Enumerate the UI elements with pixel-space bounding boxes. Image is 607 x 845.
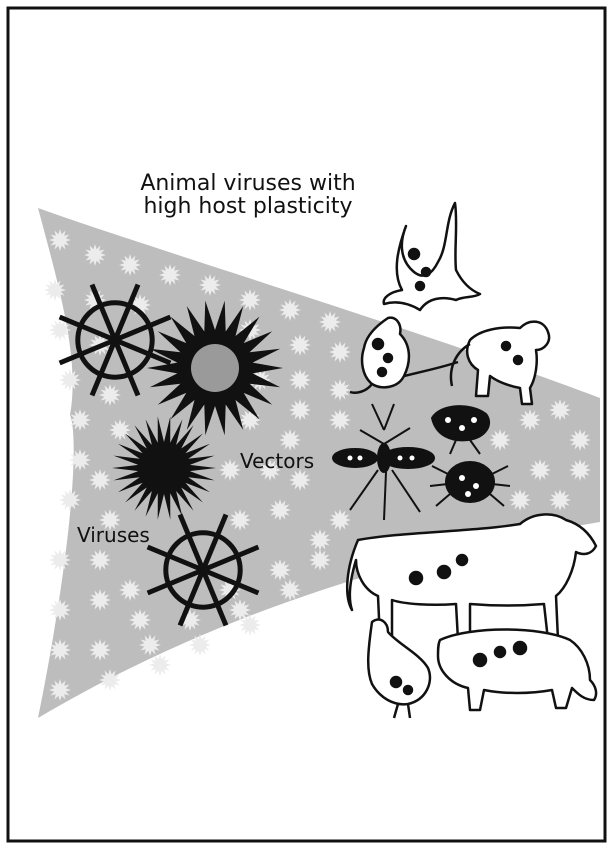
diagram-title: Animal viruses with high host plasticity: [118, 172, 378, 218]
title-line-2: high host plasticity: [118, 195, 378, 218]
viruses-label: Viruses: [77, 525, 150, 546]
vectors-label: Vectors: [240, 451, 314, 472]
title-line-1: Animal viruses with: [118, 172, 378, 195]
spiky-virus-core: [191, 344, 239, 392]
